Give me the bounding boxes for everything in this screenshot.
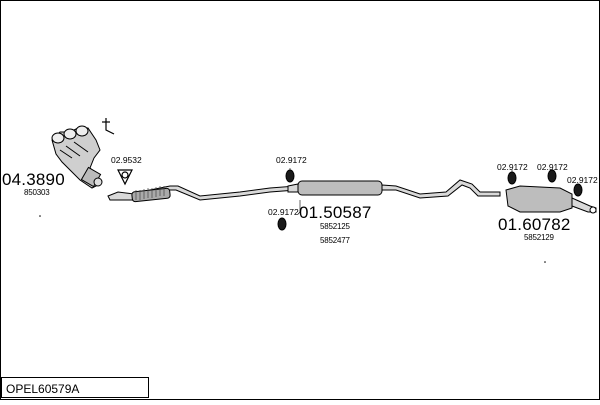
- middle-silencer-icon: [287, 180, 383, 196]
- rear-silencer-icon: [505, 185, 597, 214]
- part-number-middle-silencer: 01.50587: [299, 203, 372, 222]
- part-number-manifold: 04.3890: [2, 170, 65, 189]
- oe-number-middle-2: 5852477: [320, 236, 350, 245]
- rear-pipe-icon: [381, 179, 501, 199]
- leader-lines: [289, 168, 513, 215]
- part-number-gasket: 02.9532: [111, 155, 142, 165]
- part-number-mount-4: 02.9172: [537, 162, 568, 172]
- part-number-mount-2: 02.9172: [268, 207, 299, 217]
- part-number-mount-3: 02.9172: [497, 162, 528, 172]
- dot-mark: [544, 261, 546, 263]
- part-number-mount-5: 02.9172: [567, 175, 598, 185]
- front-pipe-icon: [107, 185, 297, 203]
- part-number-rear-silencer: 01.60782: [498, 215, 571, 234]
- diagram-code: OPEL60579A: [6, 382, 80, 396]
- manifold-icon: [51, 125, 103, 189]
- part-number-mount-1: 02.9172: [276, 155, 307, 165]
- oe-number-manifold: 850303: [24, 188, 50, 197]
- oe-number-rear: 5852129: [524, 233, 554, 242]
- gasket-icon: [117, 169, 133, 186]
- dot-mark: [39, 215, 41, 217]
- oe-number-middle-1: 5852125: [320, 222, 350, 231]
- stud-icon: [102, 118, 115, 135]
- diagram-code-box: OPEL60579A: [1, 377, 149, 398]
